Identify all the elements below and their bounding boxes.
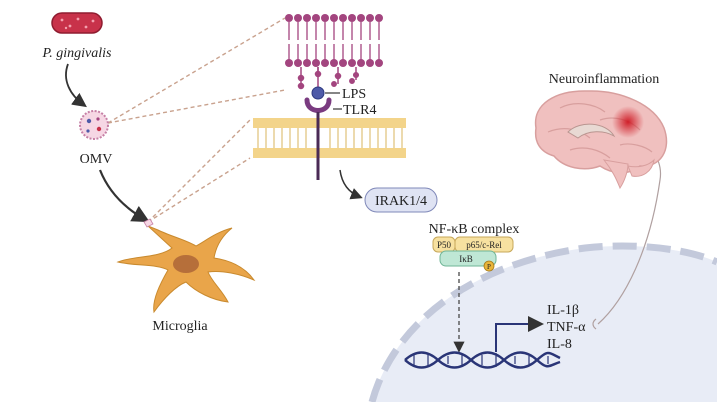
microglia-label: Microglia <box>152 319 208 334</box>
receptor-cup <box>592 318 597 330</box>
arrow-bacterium-to-omv <box>65 63 87 108</box>
arrow-omv-to-microglia <box>98 169 150 223</box>
irak-label: IRAK1/4 <box>375 194 427 209</box>
ikb-box <box>439 250 497 267</box>
bacterium-icon <box>51 12 103 34</box>
tlr4-label: TLR4 <box>343 103 376 118</box>
phospho-label: P <box>487 263 491 271</box>
arrow-tlr4-to-irak <box>339 169 363 200</box>
nfkb-complex <box>432 236 514 272</box>
neuroinflammation-label: Neuroinflammation <box>549 72 659 87</box>
ikb-label: IκB <box>459 254 473 264</box>
nucleus <box>368 242 717 402</box>
brain-icon <box>534 90 668 190</box>
dna-helix <box>404 351 561 369</box>
outer-membrane <box>285 14 383 90</box>
omv-label: OMV <box>80 152 113 167</box>
cytokine-1: IL-1β <box>547 303 579 318</box>
cell-membrane <box>253 118 406 158</box>
transcription-arrow <box>495 316 544 352</box>
irak-box <box>364 187 438 213</box>
cytokine-3: IL-8 <box>547 337 572 352</box>
nfkb-complex-label: NF-κB complex <box>429 222 520 237</box>
tlr4-receptor <box>304 97 332 180</box>
microglia-icon <box>116 218 256 314</box>
lps-label: LPS <box>342 87 366 102</box>
bacterium-label: P. gingivalis <box>42 46 113 61</box>
zoom-lines <box>107 17 286 223</box>
lps-molecule <box>311 86 325 100</box>
omv-icon <box>79 110 109 140</box>
p65-label: p65/c-Rel <box>466 240 502 250</box>
cytokine-2: TNF-α <box>547 320 586 335</box>
phospho-icon <box>483 260 495 272</box>
p50-label: P50 <box>437 240 452 250</box>
